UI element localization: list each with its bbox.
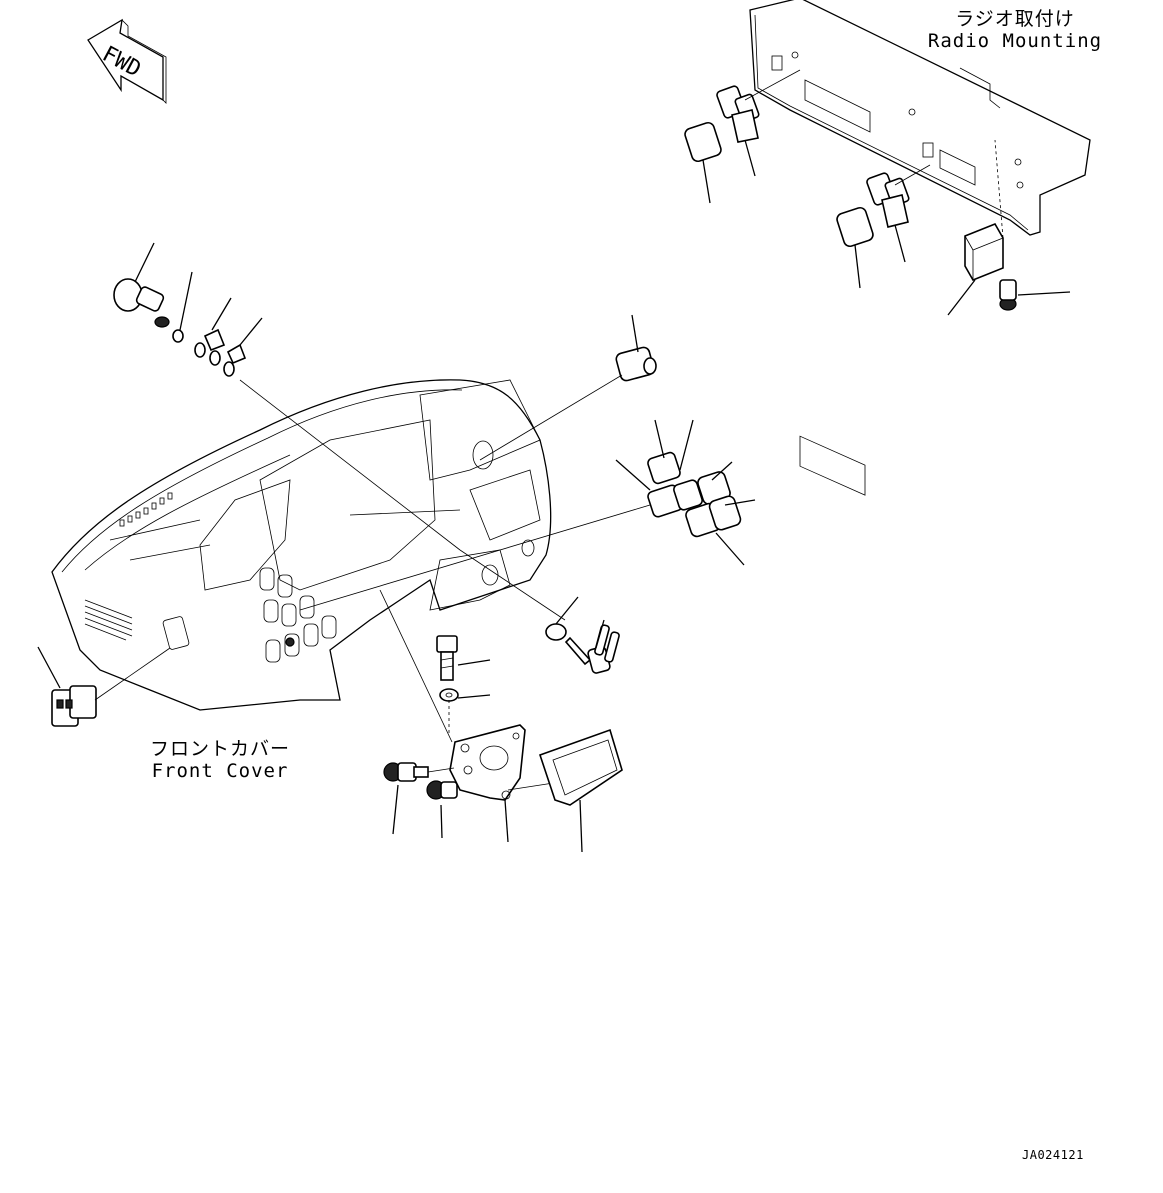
front-cover-switch-holes [259, 567, 337, 663]
radio-switch-lower-set [836, 164, 931, 289]
front-cover-vents [119, 492, 173, 527]
front-cover-label-en: Front Cover [151, 760, 289, 782]
key-switch [545, 596, 620, 674]
radio-mounting-label-ja: ラジオ取付け [955, 8, 1075, 30]
radio-mounting-label-en: Radio Mounting [927, 30, 1103, 52]
controller-box [538, 728, 623, 853]
switch-cluster-right [299, 419, 756, 611]
fwd-arrow: FWD [87, 18, 167, 104]
mounting-bolts [383, 762, 458, 839]
controller-bracket [379, 589, 561, 843]
front-cover-panel [51, 379, 552, 711]
front-cover-grille [84, 599, 133, 641]
radio-mounting-label: ラジオ取付け Radio Mounting [922, 8, 1108, 52]
rotary-switch-with-rings [113, 242, 566, 621]
left-connector [37, 646, 171, 727]
drawing-code: JA024121 [1022, 1148, 1084, 1162]
bolt-and-washer [436, 635, 491, 735]
radio-mounting-bracket [749, 0, 1091, 496]
front-cover-label-ja: フロントカバー [149, 738, 290, 760]
radio-switch-upper-set [684, 69, 801, 204]
front-cover-label: フロントカバー Front Cover [140, 738, 300, 782]
dashboard-switch-upper [479, 314, 657, 461]
radio-relay-and-bolt [947, 139, 1071, 316]
leader-line-bracket [349, 509, 461, 516]
